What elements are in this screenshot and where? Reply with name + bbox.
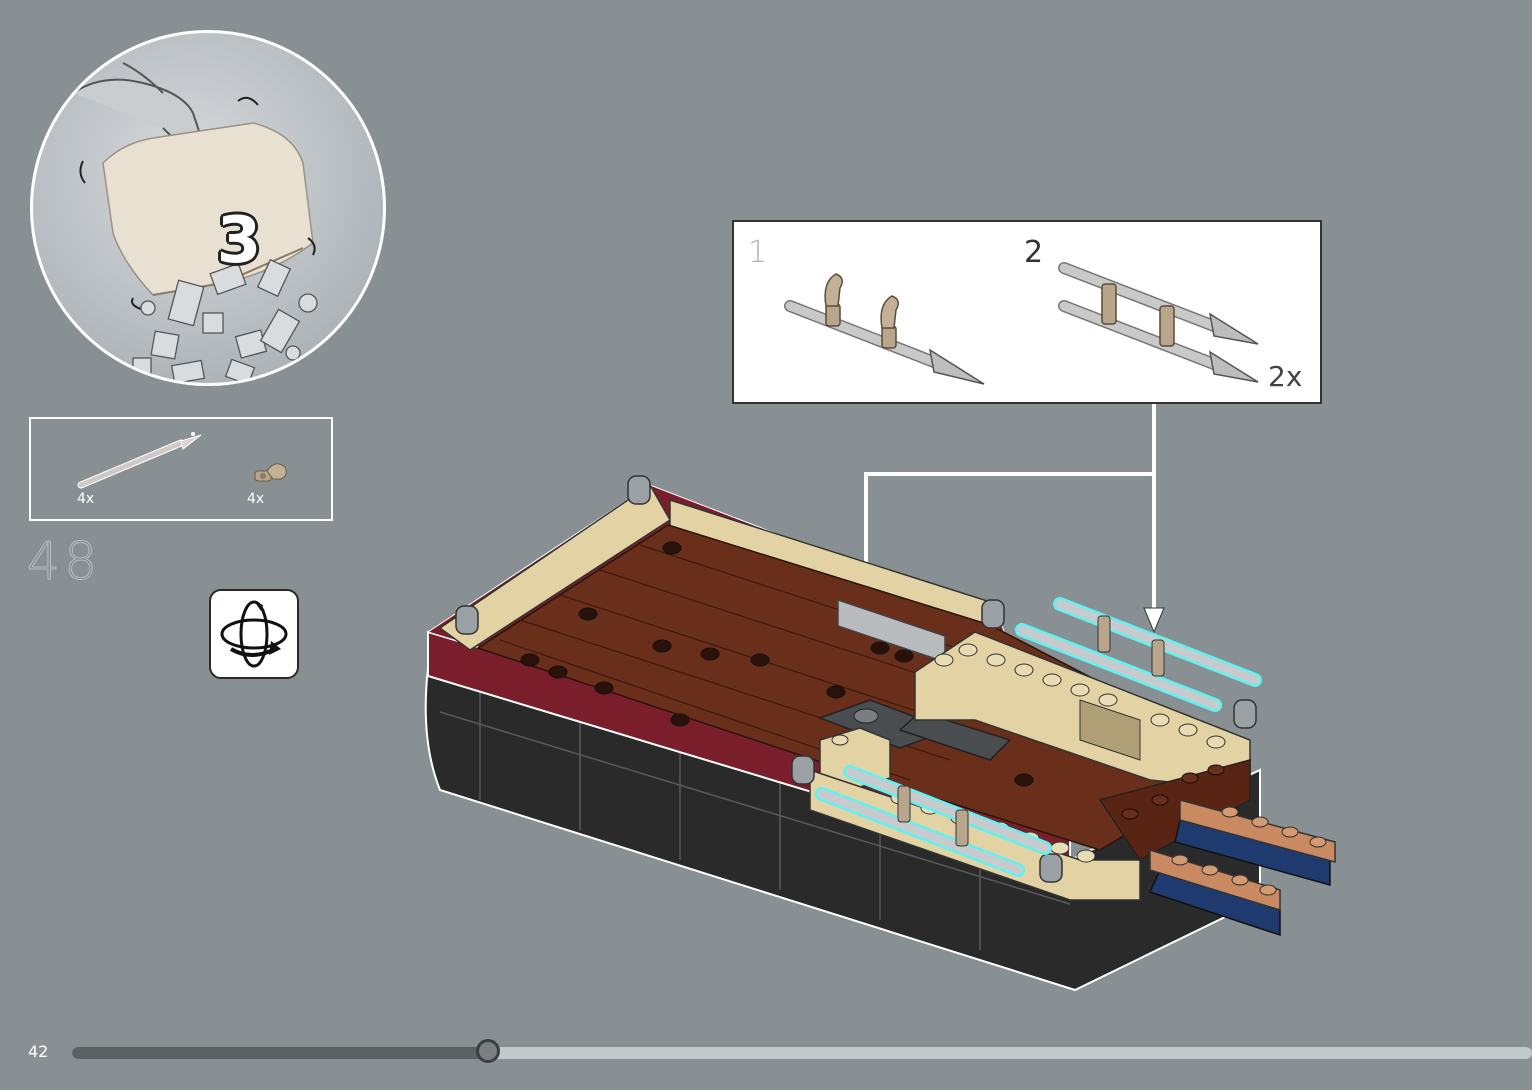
ship-hull-model <box>0 0 1532 1040</box>
page-progress-knob <box>476 1039 500 1063</box>
page-progress-fill <box>72 1047 488 1059</box>
page-number: 42 <box>28 1042 48 1061</box>
page-progress-track <box>72 1047 1532 1059</box>
